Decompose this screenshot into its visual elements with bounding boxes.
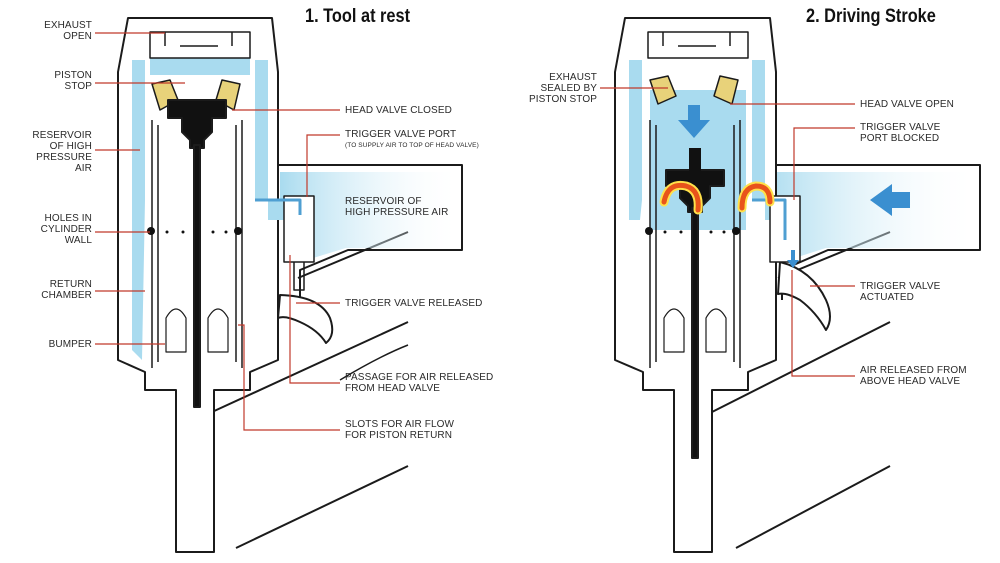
air-flow-arrows <box>659 105 910 268</box>
exhaust-ports-2 <box>662 32 731 47</box>
label-exhaust-open: EXHAUST OPEN <box>44 20 92 42</box>
reservoir-air <box>132 60 300 360</box>
panel-2-leaders <box>600 87 855 377</box>
label-return-chamber: RETURN CHAMBER <box>41 279 92 301</box>
label-exhaust-sealed: EXHAUST SEALED BY PISTON STOP <box>529 72 597 105</box>
label-trigger-valve-port: TRIGGER VALVE PORT <box>345 129 457 140</box>
magazine-curve <box>339 344 409 381</box>
return-chamber-right <box>207 308 229 353</box>
piston-rod-2 <box>691 207 699 459</box>
cylinder-walls <box>151 120 243 368</box>
panel-tool-at-rest <box>117 17 463 553</box>
cylinder-walls-2 <box>649 120 741 368</box>
label-reservoir-left: RESERVOIR OF HIGH PRESSURE AIR <box>32 130 92 174</box>
handle-air-fill <box>280 172 462 262</box>
label-piston-stop: PISTON STOP <box>54 70 92 92</box>
leader-passage <box>289 255 340 384</box>
piston-stop-left-2 <box>649 75 677 105</box>
piston-rod <box>193 144 201 408</box>
leader-trigger-port-blocked <box>793 127 855 200</box>
flow-arrow-left-core <box>661 182 701 213</box>
leader-air-released <box>791 270 855 377</box>
label-trigger-actuated: TRIGGER VALVE ACTUATED <box>860 281 941 303</box>
return-chamber-right-2 <box>705 308 727 353</box>
flow-arrow-right-core <box>739 183 773 211</box>
trigger-air-channel <box>255 198 302 215</box>
down-arrow <box>678 105 710 138</box>
label-passage: PASSAGE FOR AIR RELEASED FROM HEAD VALVE <box>345 372 494 394</box>
label-trigger-released: TRIGGER VALVE RELEASED <box>345 298 483 309</box>
label-head-valve-open: HEAD VALVE OPEN <box>860 99 954 110</box>
head-air <box>150 55 250 75</box>
trigger-valve-stem <box>293 262 305 291</box>
cylinder-holes-2 <box>645 227 740 235</box>
leader-trigger-port <box>306 134 340 197</box>
label-slots: SLOTS FOR AIR FLOW FOR PISTON RETURN <box>345 419 455 441</box>
handle-air-fill-2 <box>760 172 980 262</box>
leader-slots <box>238 324 340 431</box>
label-head-valve-closed: HEAD VALVE CLOSED <box>345 105 452 116</box>
return-chamber-left <box>165 308 187 353</box>
panel-1-leaders <box>95 32 340 431</box>
cylinder-holes <box>147 227 242 235</box>
piston-neck-2 <box>689 148 701 172</box>
trigger-valve <box>283 195 315 263</box>
panel-driving-stroke <box>614 17 981 553</box>
return-chamber-left-2 <box>663 308 685 353</box>
panel-1-title: 1. Tool at rest <box>305 6 411 27</box>
label-air-released: AIR RELEASED FROM ABOVE HEAD VALVE <box>860 365 967 387</box>
head-cap-2 <box>647 31 749 59</box>
piston <box>167 99 227 149</box>
label-trigger-port-blocked: TRIGGER VALVE PORT BLOCKED <box>860 122 941 144</box>
trigger-2 <box>777 261 831 331</box>
label-reservoir-right: RESERVOIR OF HIGH PRESSURE AIR <box>345 196 449 218</box>
label-bumper: BUMPER <box>48 339 92 350</box>
handle-outline <box>278 164 463 300</box>
trigger <box>277 294 334 344</box>
trigger-air-channel-2 <box>752 198 787 240</box>
left-arrow <box>870 184 910 216</box>
label-trigger-port-note: (TO SUPPLY AIR TO TOP OF HEAD VALVE) <box>345 142 479 149</box>
exhaust-ports <box>164 32 233 47</box>
panel-2-title: 2. Driving Stroke <box>806 6 936 27</box>
label-holes: HOLES IN CYLINDER WALL <box>40 213 92 246</box>
small-down-arrow <box>787 250 799 268</box>
head-cap <box>149 31 251 59</box>
